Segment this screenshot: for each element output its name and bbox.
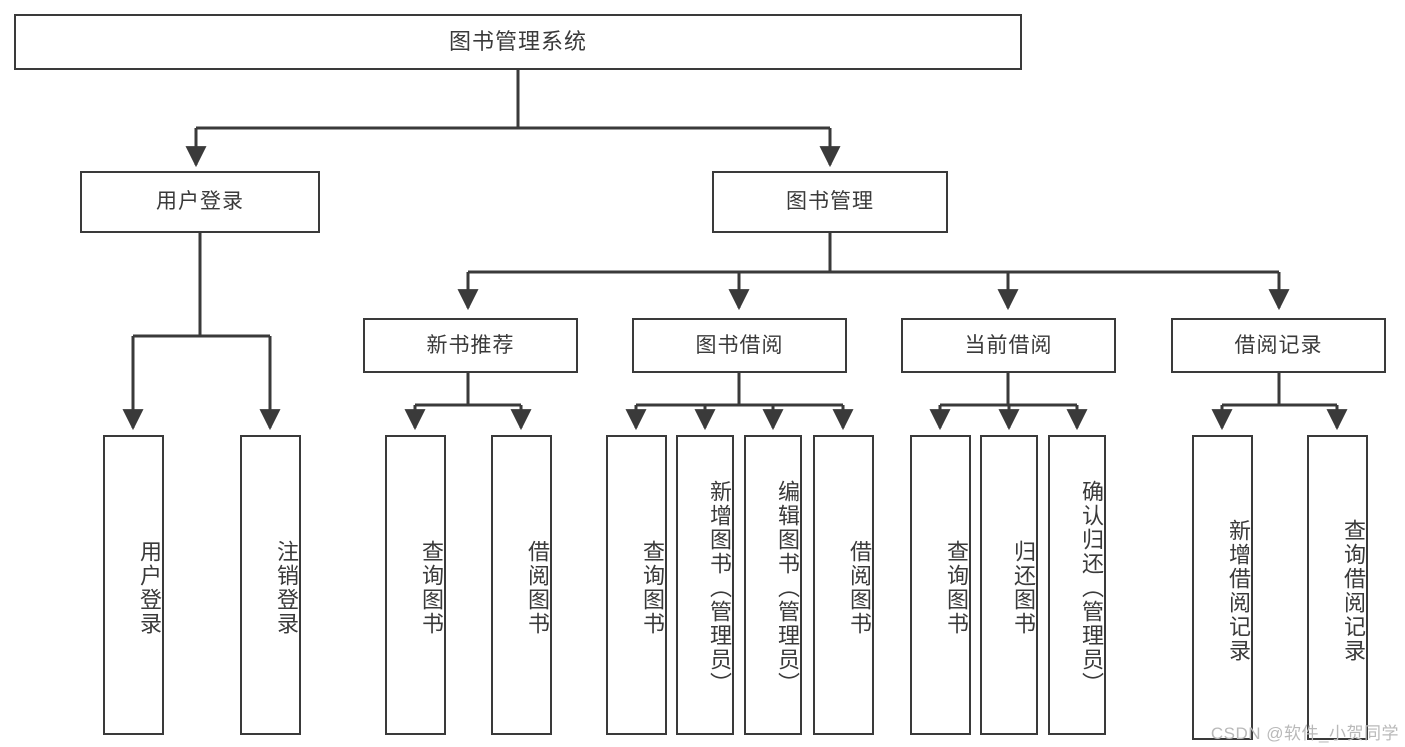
node-leaf-edit-book-label: 编辑图书（管理员） [775, 480, 800, 696]
node-leaf-query-book-3-label: 查询图书 [944, 540, 969, 636]
node-leaf-return-book-label: 归还图书 [1011, 540, 1036, 636]
node-current-borrow[interactable]: 当前借阅 [901, 318, 1116, 373]
node-leaf-confirm-return[interactable]: 确认归还（管理员） [1048, 435, 1106, 735]
node-root-label: 图书管理系统 [448, 28, 587, 54]
node-leaf-add-record-label: 新增借阅记录 [1226, 518, 1251, 663]
node-book-borrow[interactable]: 图书借阅 [632, 318, 847, 373]
node-leaf-query-book-1[interactable]: 查询图书 [385, 435, 446, 735]
node-leaf-return-book[interactable]: 归还图书 [980, 435, 1038, 735]
node-leaf-query-book-3[interactable]: 查询图书 [910, 435, 971, 735]
node-leaf-query-record[interactable]: 查询借阅记录 [1307, 435, 1368, 740]
node-leaf-query-book-2[interactable]: 查询图书 [606, 435, 667, 735]
node-leaf-query-book-1-label: 查询图书 [419, 540, 444, 636]
node-leaf-borrow-book-1-label: 借阅图书 [525, 540, 550, 636]
node-new-book-recommend[interactable]: 新书推荐 [363, 318, 578, 373]
node-leaf-user-login[interactable]: 用户登录 [103, 435, 164, 735]
node-root[interactable]: 图书管理系统 [14, 14, 1022, 70]
node-leaf-confirm-return-label: 确认归还（管理员） [1079, 480, 1104, 696]
node-user-login-label: 用户登录 [156, 190, 244, 214]
node-leaf-edit-book[interactable]: 编辑图书（管理员） [744, 435, 802, 735]
node-leaf-logout-login[interactable]: 注销登录 [240, 435, 301, 735]
node-borrow-record[interactable]: 借阅记录 [1171, 318, 1386, 373]
node-leaf-borrow-book-2[interactable]: 借阅图书 [813, 435, 874, 735]
node-leaf-user-login-label: 用户登录 [137, 540, 162, 636]
node-borrow-record-label: 借阅记录 [1234, 333, 1323, 357]
node-leaf-add-record[interactable]: 新增借阅记录 [1192, 435, 1253, 740]
node-book-borrow-label: 图书借阅 [695, 333, 784, 357]
node-book-manage-label: 图书管理 [786, 190, 874, 214]
node-leaf-query-record-label: 查询借阅记录 [1341, 518, 1366, 663]
node-leaf-add-book-label: 新增图书（管理员） [707, 480, 732, 696]
node-new-book-recommend-label: 新书推荐 [426, 333, 515, 357]
node-leaf-add-book[interactable]: 新增图书（管理员） [676, 435, 734, 735]
watermark: CSDN @软件_小贺同学 [1210, 724, 1399, 743]
node-leaf-borrow-book-2-label: 借阅图书 [847, 540, 872, 636]
node-book-manage[interactable]: 图书管理 [712, 171, 948, 233]
node-user-login[interactable]: 用户登录 [80, 171, 320, 233]
node-leaf-logout-login-label: 注销登录 [274, 540, 299, 636]
node-leaf-query-book-2-label: 查询图书 [640, 540, 665, 636]
node-current-borrow-label: 当前借阅 [964, 333, 1053, 357]
node-leaf-borrow-book-1[interactable]: 借阅图书 [491, 435, 552, 735]
